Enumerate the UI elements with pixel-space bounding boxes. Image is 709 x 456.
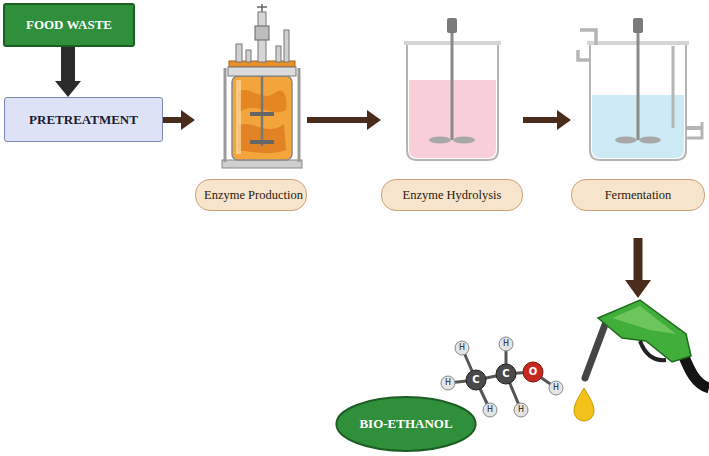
stage-label: Fermentation xyxy=(571,25,705,211)
fermentation-vessel xyxy=(578,18,702,160)
stage-label: Enzyme Production xyxy=(195,25,307,211)
stage-name: Enzyme Production xyxy=(195,179,307,211)
atom-symbol: H xyxy=(483,403,497,417)
atom-symbol: H xyxy=(455,341,469,355)
ethanol-molecule xyxy=(441,337,563,417)
node-text: BIO-ETHANOL xyxy=(359,416,452,432)
flow-arrow xyxy=(61,47,75,81)
flow-arrow xyxy=(523,117,557,123)
hydrolysis-vessel xyxy=(404,18,501,160)
atom-symbol: O xyxy=(523,362,543,382)
process-box: PRETREATMENT xyxy=(4,97,163,142)
stage-label: Enzyme Hydrolysis xyxy=(381,25,523,211)
stage-name: Enzyme Hydrolysis xyxy=(381,179,523,211)
flow-arrow xyxy=(625,238,651,298)
bioreactor-illustration xyxy=(222,4,302,168)
atom-symbol: H xyxy=(499,337,513,351)
stage-name: Fermentation xyxy=(571,179,705,211)
atom-symbol: H xyxy=(514,403,528,417)
input-box: FOOD WASTE xyxy=(3,3,135,47)
node-text: FOOD WASTE xyxy=(26,17,112,33)
atom-symbol: H xyxy=(549,381,563,395)
atom-symbol: H xyxy=(441,376,455,390)
node-text: PRETREATMENT xyxy=(29,112,138,128)
atom-symbol: C xyxy=(466,370,486,390)
fuel-nozzle-icon xyxy=(574,300,709,421)
atom-symbol: C xyxy=(496,364,516,384)
flow-arrow xyxy=(307,117,367,123)
product-ellipse: BIO-ETHANOL xyxy=(335,396,477,452)
flow-arrow xyxy=(163,117,181,123)
